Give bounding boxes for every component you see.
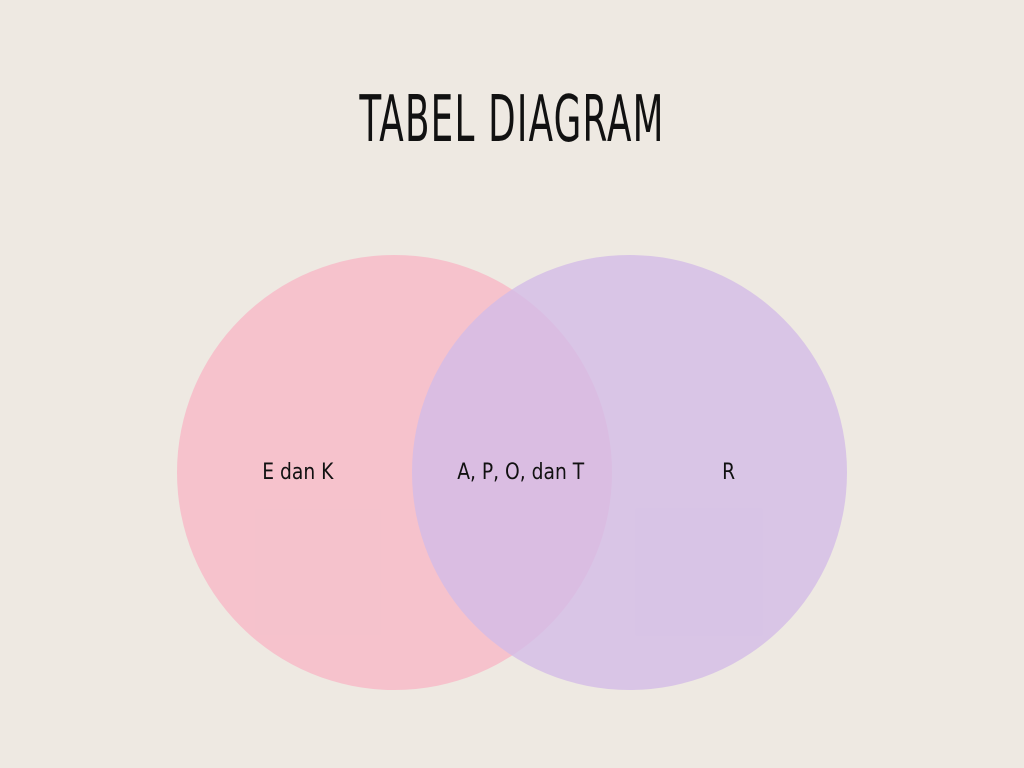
venn-circle-right [412,255,847,690]
page-title: TABEL DIAGRAM [359,83,665,157]
venn-label-left-only: E dan K [262,460,334,485]
venn-label-intersection: A, P, O, dan T [457,460,585,485]
venn-label-right-only: R [722,460,736,485]
